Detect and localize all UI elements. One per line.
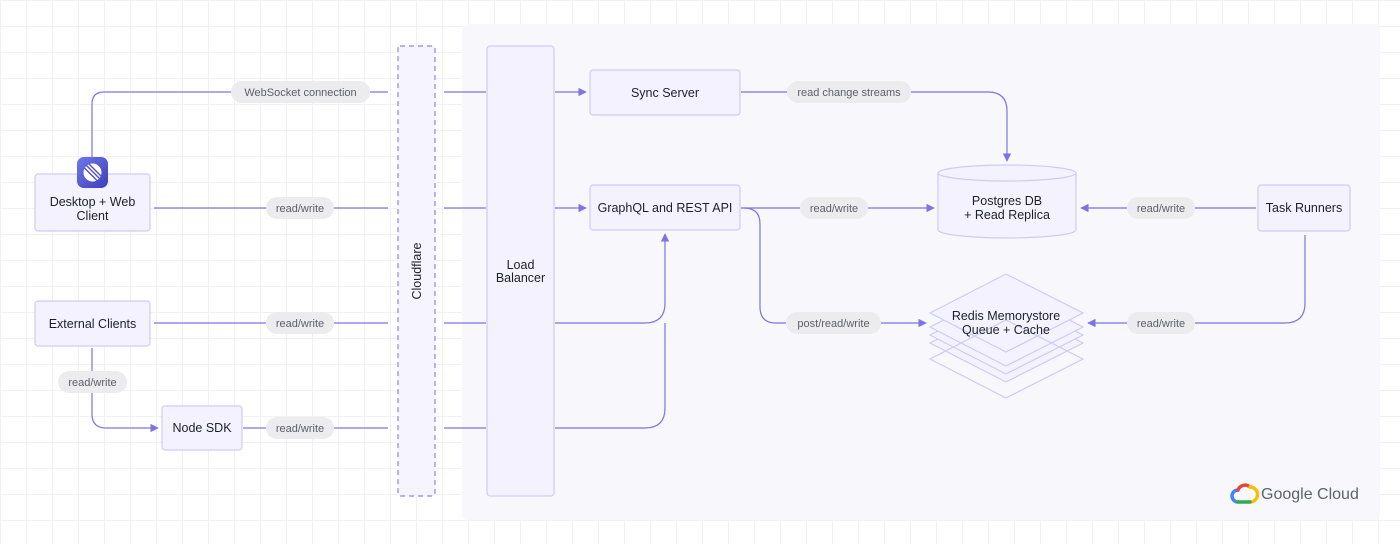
edge-external-sdk — [91, 348, 159, 433]
svg-text:WebSocket connection: WebSocket connection — [244, 87, 356, 99]
node-postgres-label-line1: Postgres DB — [972, 194, 1042, 208]
edge-label-api-postgres-rw: read/write — [800, 197, 868, 219]
node-postgres-db[interactable]: Postgres DB + Read Replica — [937, 164, 1077, 239]
node-lb-label-line1: Load — [507, 258, 535, 272]
edge-label-sdk-rw: read/write — [266, 417, 334, 439]
svg-text:read/write: read/write — [276, 318, 324, 330]
node-external-clients[interactable]: External Clients — [34, 300, 151, 347]
edge-label-external-rw: read/write — [266, 312, 334, 334]
svg-text:read change streams: read change streams — [797, 87, 901, 99]
edge-websocket — [91, 91, 388, 157]
svg-text:read/write: read/write — [276, 423, 324, 435]
edge-label-websocket: WebSocket connection — [231, 81, 370, 103]
google-cloud-wordmark: Google Cloud — [1261, 486, 1359, 503]
svg-text:read/write: read/write — [68, 377, 116, 389]
edge-label-external-sdk-rw: read/write — [58, 371, 127, 393]
node-redis-label-line2: Queue + Cache — [962, 323, 1050, 337]
edge-label-api-redis: post/read/write — [786, 312, 881, 334]
node-desktop-web-client[interactable]: Desktop + Web Client — [34, 173, 151, 232]
google-cloud-logo: Google Cloud — [1230, 483, 1359, 504]
node-sync-server[interactable]: Sync Server — [589, 69, 741, 116]
node-postgres-label-line2: + Read Replica — [964, 208, 1050, 222]
svg-text:post/read/write: post/read/write — [797, 318, 869, 330]
svg-text:read/write: read/write — [1137, 318, 1185, 330]
edge-label-runners-redis-rw: read/write — [1127, 312, 1195, 334]
edge-runners-redis — [1087, 235, 1306, 328]
node-api-label: GraphQL and REST API — [598, 201, 733, 215]
edge-change-streams — [741, 91, 1012, 162]
node-graphql-rest-api[interactable]: GraphQL and REST API — [589, 184, 741, 231]
edge-label-change-streams: read change streams — [787, 81, 911, 103]
edge-lb-api-lower — [555, 233, 670, 324]
svg-text:read/write: read/write — [810, 203, 858, 215]
node-load-balancer[interactable]: Load Balancer — [486, 45, 555, 497]
node-sdk[interactable]: Node SDK — [161, 405, 243, 451]
node-sync-label: Sync Server — [631, 86, 699, 100]
linear-app-icon — [77, 157, 108, 188]
node-external-label: External Clients — [49, 317, 137, 331]
svg-text:read/write: read/write — [1137, 203, 1185, 215]
node-desktop-label-line2: Client — [77, 209, 109, 223]
edge-label-desktop-rw: read/write — [266, 197, 334, 219]
node-cloudflare[interactable]: Cloudflare — [397, 45, 436, 497]
node-task-runners[interactable]: Task Runners — [1257, 184, 1351, 232]
edge-api-redis — [743, 207, 927, 328]
node-task-runners-label: Task Runners — [1266, 201, 1342, 215]
node-cloudflare-label: Cloudflare — [410, 242, 424, 299]
google-cloud-icon — [1230, 483, 1260, 504]
node-desktop-label-line1: Desktop + Web — [50, 195, 136, 209]
node-sdk-label: Node SDK — [172, 421, 232, 435]
edge-label-runners-postgres-rw: read/write — [1127, 197, 1195, 219]
svg-text:read/write: read/write — [276, 203, 324, 215]
node-lb-label-line2: Balancer — [496, 271, 545, 285]
node-redis-label-line1: Redis Memorystore — [952, 309, 1060, 323]
google-cloud-region — [462, 24, 1380, 520]
node-redis-memorystore[interactable]: Redis Memorystore Queue + Cache — [928, 273, 1085, 399]
